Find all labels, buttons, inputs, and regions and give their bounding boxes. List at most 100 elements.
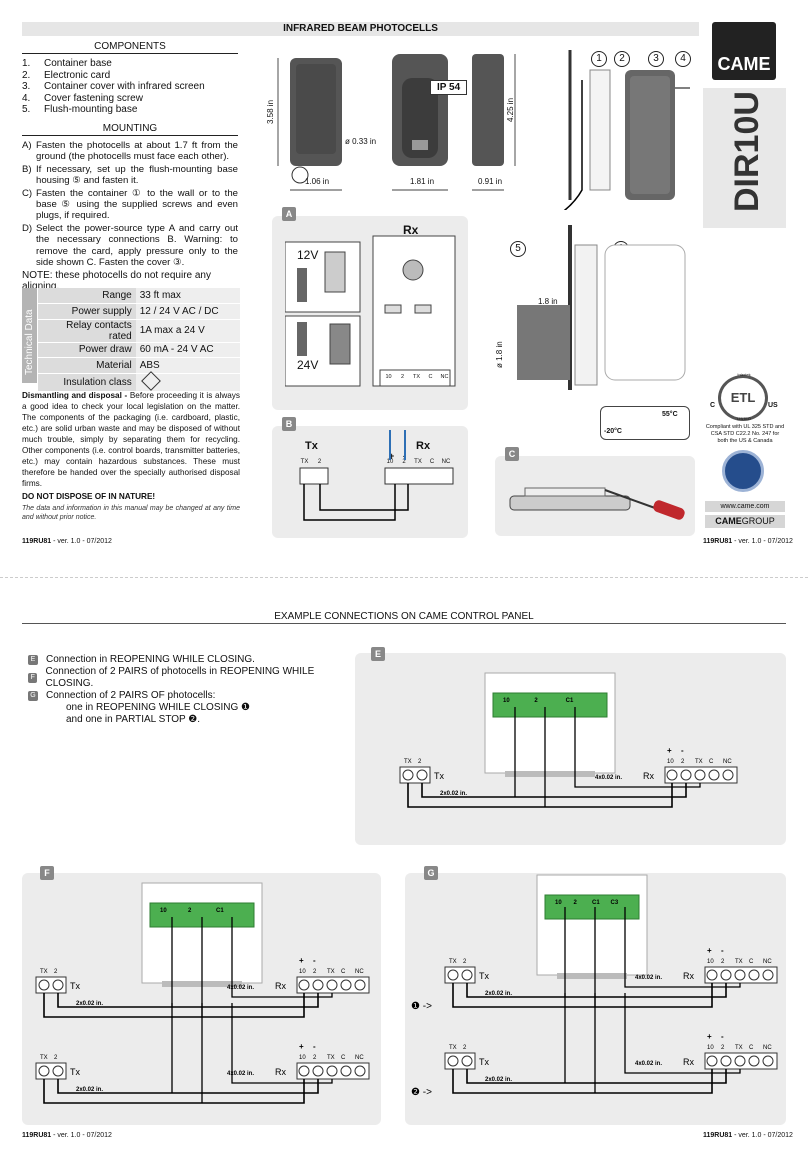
step-text: Select the power-source type A and carry… (36, 222, 238, 269)
component-number: 5. (22, 104, 31, 115)
pair-marker-2: ❷ -> (411, 1087, 432, 1098)
tech-key: Material (38, 357, 136, 374)
iso-seal (722, 450, 764, 492)
power-wire (466, 983, 727, 998)
dim-height2: 4.25 in (506, 97, 515, 122)
terminal-screw (52, 1065, 64, 1077)
class-ii-icon (140, 370, 161, 391)
board-terminal-label: C1 (216, 908, 224, 914)
terminal-label: NC (440, 374, 449, 380)
rx-terminal-block (704, 966, 778, 984)
rx-terminal-label: 10 (707, 959, 714, 965)
example-item: and one in PARTIAL STOP ❷. (28, 714, 348, 726)
power-wire (57, 1079, 319, 1094)
rx-terminal-block (664, 766, 738, 784)
tech-data-label: Technical Data (24, 309, 35, 375)
power-wire (452, 983, 713, 1008)
board-terminal-label: 2 (188, 908, 192, 914)
rx-minus: - (721, 1032, 724, 1041)
panel-a-12v: 12V (297, 248, 319, 262)
rx-terminal-label: TX (735, 959, 743, 965)
signal-wire (564, 907, 741, 1007)
example-text: one in REOPENING WHILE CLOSING ❶ (66, 702, 251, 713)
rx-terminal-block (296, 976, 370, 994)
terminal-label: 10 (386, 459, 394, 465)
power-wire (421, 783, 687, 798)
mounting-step: A)Fasten the photocells at about 1.7 ft … (22, 140, 238, 163)
board-terminal-label: 10 (503, 698, 510, 704)
came-group: CAMEGROUP (705, 515, 785, 528)
mounting-step: B)If necessary, set up the flush-mountin… (22, 164, 238, 187)
flush-box (517, 305, 570, 380)
tx-terminal-label: TX (40, 1055, 48, 1061)
rx-terminal-label: 2 (313, 1055, 317, 1061)
terminal-screw (748, 969, 760, 981)
component-text: Container cover with infrared screen (44, 81, 205, 92)
rx-minus: - (313, 956, 316, 965)
dim-flush-width: 1.8 in (538, 297, 558, 306)
terminal-screw (720, 969, 732, 981)
terminal-screw (447, 969, 459, 981)
rx-terminal-label: TX (327, 969, 335, 975)
terminal-screw (706, 969, 718, 981)
cable-label-2wire: 2x0.02 in. (485, 1077, 512, 1083)
tech-key: Range (38, 288, 136, 304)
rx-terminal-label: 2 (721, 1045, 725, 1051)
tech-key: Power draw (38, 342, 136, 358)
terminal-screw (38, 1065, 50, 1077)
terminal-screw (326, 1065, 338, 1077)
cable-label-4wire: 4x0.02 in. (595, 775, 622, 781)
component-item: 3.Container cover with infrared screen (22, 81, 238, 93)
rx-minus: - (313, 1042, 316, 1051)
terminal-screw (734, 1055, 746, 1067)
step-text: If necessary, set up the flush-mounting … (36, 163, 238, 187)
component-item: 1.Container base (22, 58, 238, 70)
tx-terminal-label: TX (449, 959, 457, 965)
rx-terminal-label: 2 (681, 759, 685, 765)
board-terminal-label: 2 (574, 900, 578, 906)
rx-terminal-label: NC (355, 969, 364, 975)
cert-text: Compliant with UL 325 STD and CSA STD C2… (705, 424, 785, 444)
screwdriver-icon (653, 500, 685, 520)
terminal-block (492, 692, 608, 718)
disposal-text: Before proceeding it is always a good id… (22, 391, 240, 488)
signal-wire (564, 993, 741, 1093)
panel-a-label: A (282, 207, 296, 221)
temp-low: -20°C (604, 428, 622, 435)
terminal-label: 2 (317, 459, 322, 465)
terminal-screw (312, 979, 324, 991)
mounting-heading: MOUNTING (22, 122, 238, 136)
tx-terminal-label: TX (40, 969, 48, 975)
panel-a-drawing (285, 235, 456, 387)
terminal-screw (694, 769, 706, 781)
component-item: 2.Electronic card (22, 70, 238, 82)
power-wire (466, 1069, 727, 1084)
rx-terminal-label: 10 (299, 969, 306, 975)
terminal-label: TX (412, 374, 421, 380)
rx-label: Rx (683, 1057, 694, 1067)
panel-a-24v: 24V (297, 358, 319, 372)
component-number: 1. (22, 58, 31, 69)
panel-b-rx: Rx (416, 440, 431, 452)
rx-terminal-label: 2 (313, 969, 317, 975)
terminal-screw (447, 1055, 459, 1067)
board-terminal-label: 10 (160, 908, 167, 914)
terminal-screw (706, 1055, 718, 1067)
terminal-screw (402, 769, 414, 781)
terminal-screw (748, 1055, 760, 1067)
cable-label-4wire: 4x0.02 in. (227, 985, 254, 991)
component-number: 2. (22, 69, 31, 81)
tx-terminal-label: 2 (54, 1055, 58, 1061)
terminal-screw (340, 979, 352, 991)
rx-label: Rx (275, 981, 286, 991)
panel-f-label: F (40, 866, 54, 880)
cable-label-4wire: 4x0.02 in. (227, 1071, 254, 1077)
